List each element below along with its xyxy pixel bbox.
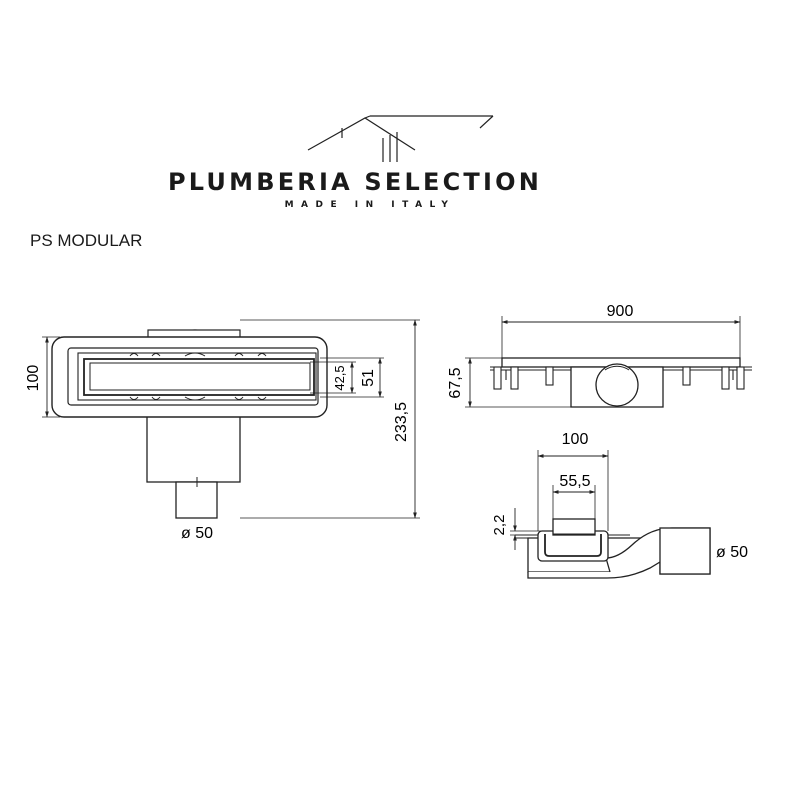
- outlet-diameter-label: ø 50: [181, 525, 213, 542]
- dimension-length-label: 233,5: [393, 402, 410, 442]
- dimension-side-length: 900: [501, 303, 741, 358]
- dimension-section-grate-label: 55,5: [559, 473, 590, 490]
- dimension-section-width: 100: [537, 431, 609, 531]
- top-view-drawing: 100 42,5 51 233,5 ø 50: [25, 319, 420, 542]
- dimension-side-length-label: 900: [607, 303, 634, 320]
- dimension-side-height-label: 67,5: [447, 367, 464, 398]
- section-view-drawing: 100 55,5 2,2 ø 50: [491, 431, 748, 579]
- brand-name: PLUMBERIA SELECTION: [168, 168, 542, 196]
- dimension-section-grate: 55,5: [552, 473, 596, 519]
- dimension-side-height: 67,5: [447, 357, 571, 408]
- side-view-drawing: 900 67,5: [447, 303, 752, 408]
- brand-tagline: MADE IN ITALY: [285, 200, 456, 210]
- brand-logo: PLUMBERIA SELECTION MADE IN ITALY: [168, 115, 542, 210]
- dimension-inner-label: 42,5: [332, 365, 347, 390]
- section-outlet-diameter-label: ø 50: [716, 544, 748, 561]
- house-roof-icon: [307, 115, 494, 162]
- dimension-outer-label: 51: [360, 369, 377, 387]
- dimension-length: 233,5: [240, 319, 420, 519]
- dimension-width-label: 100: [25, 365, 42, 392]
- dimension-grate: 42,5 51: [310, 357, 384, 398]
- product-name: PS MODULAR: [30, 231, 142, 250]
- dimension-section-width-label: 100: [562, 431, 589, 448]
- dimension-section-offset-label: 2,2: [491, 515, 508, 536]
- dimension-width: 100: [25, 336, 60, 418]
- dimension-section-offset: 2,2: [491, 508, 553, 550]
